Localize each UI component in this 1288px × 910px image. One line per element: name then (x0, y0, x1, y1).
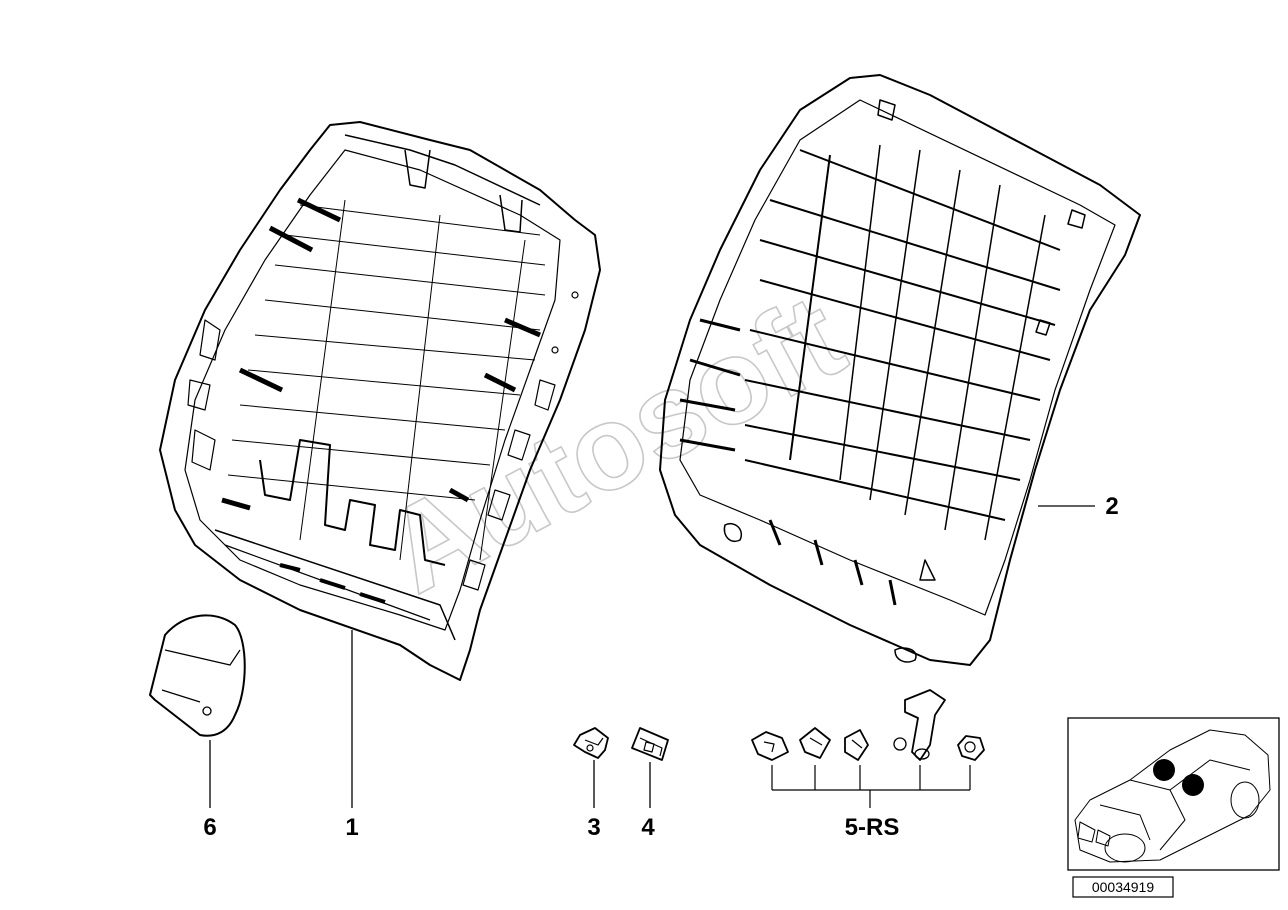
part-1-backrest-frame[interactable] (159, 121, 601, 808)
thumbnail-frame (1067, 717, 1280, 871)
part-id-frame (1072, 876, 1174, 898)
callout-4: 4 (641, 814, 655, 841)
callout-2: 2 (1105, 493, 1118, 520)
callout-5-rs: 5-RS (845, 814, 900, 841)
location-marker-2 (1182, 774, 1204, 796)
callout-1: 1 (345, 814, 358, 841)
callout-6: 6 (203, 814, 216, 841)
part-4-clip-nut[interactable] (631, 727, 669, 808)
location-marker-1 (1153, 759, 1175, 781)
part-2-backrest-panel[interactable] (659, 74, 1141, 666)
callout-3: 3 (587, 814, 600, 841)
part-5-rs-parts-set[interactable] (751, 689, 985, 808)
part-id-box: 00034919 (1072, 876, 1174, 898)
part-id-text: 00034919 (1092, 879, 1155, 895)
part-6-cover-cap[interactable] (149, 614, 246, 808)
watermark: Autosoft (365, 268, 865, 619)
part-3-clip[interactable] (573, 727, 609, 808)
watermark-text: Autosoft (366, 269, 864, 619)
car-locator-thumbnail (1067, 717, 1280, 871)
